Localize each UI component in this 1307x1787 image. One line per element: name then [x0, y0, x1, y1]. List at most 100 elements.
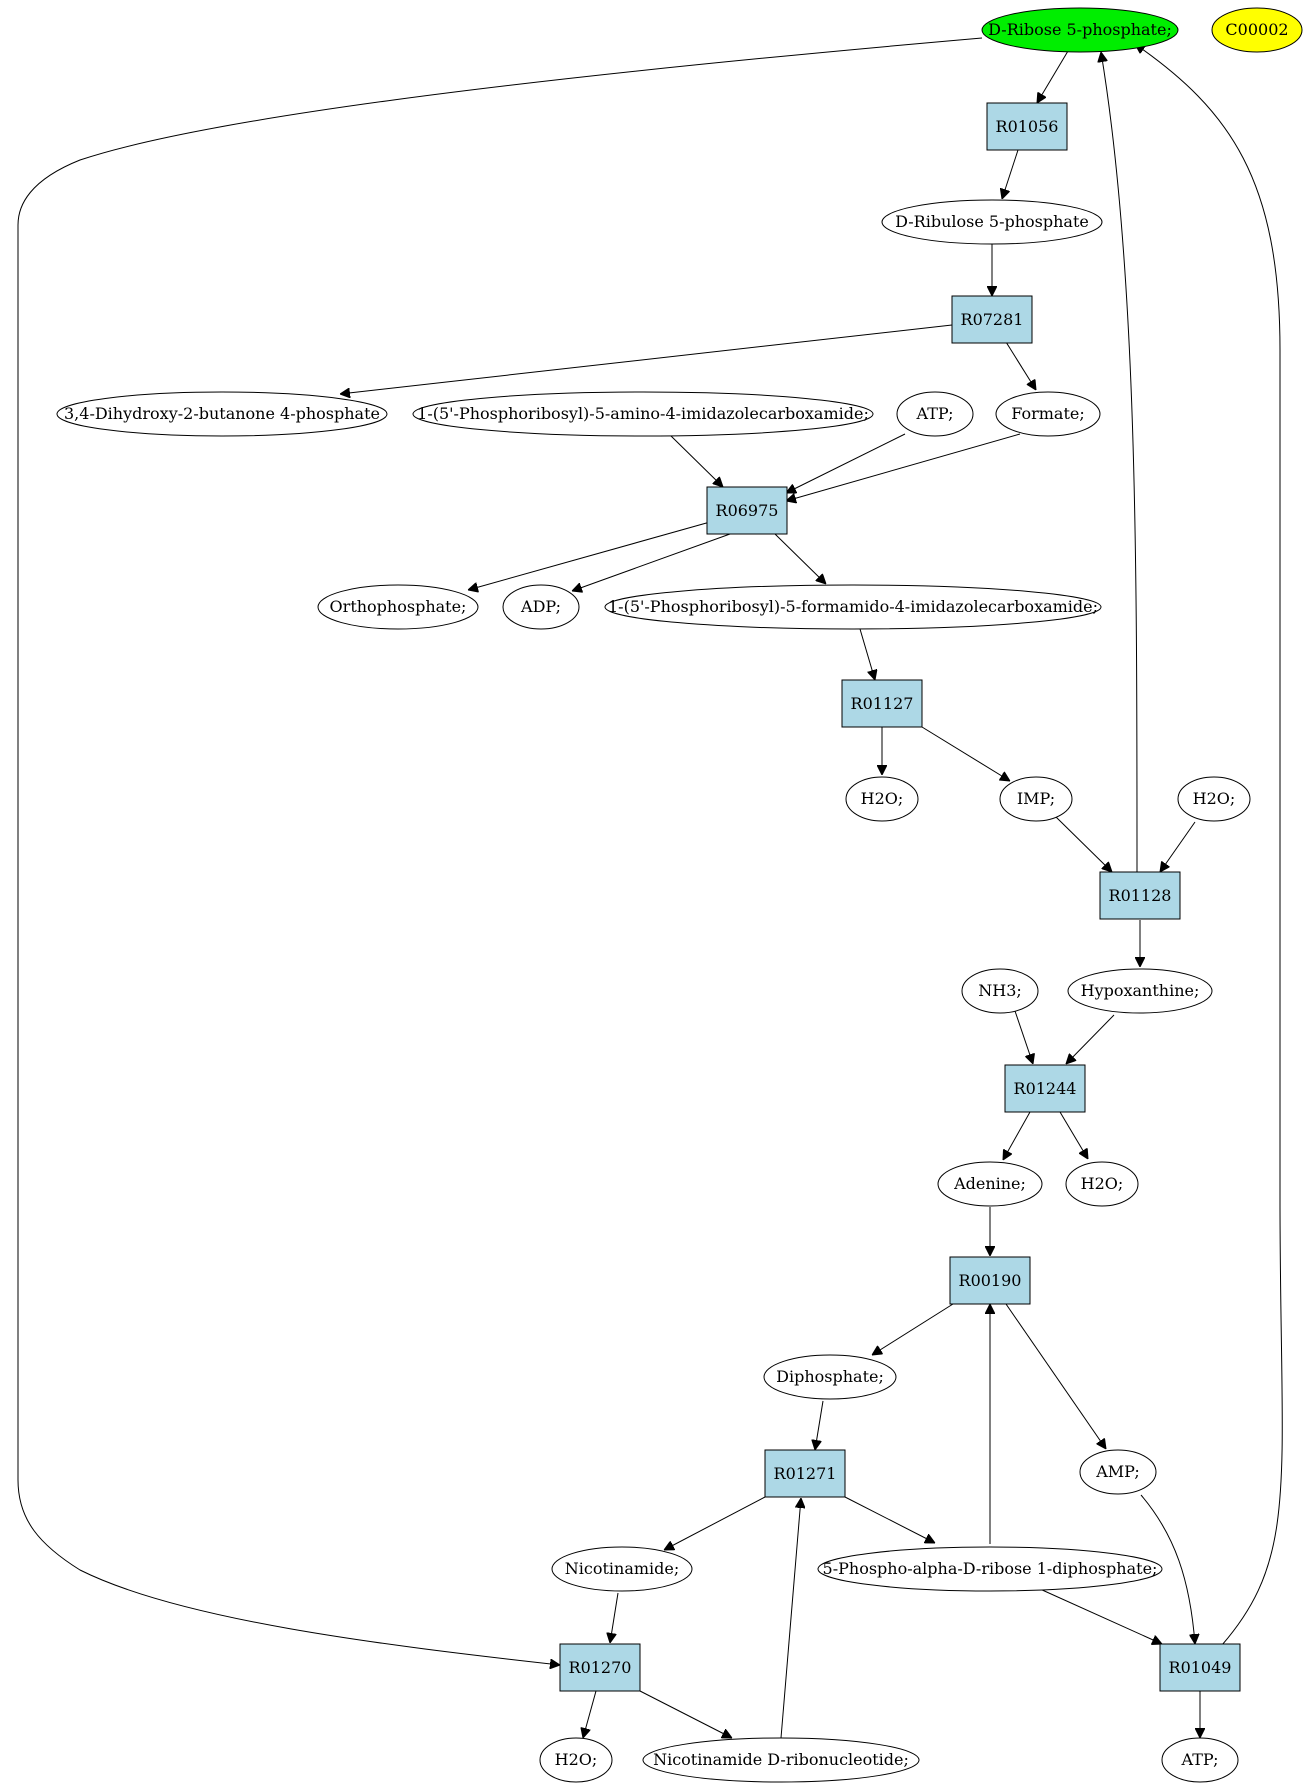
node-nh3[interactable]: NH3; — [961, 968, 1039, 1014]
edge-r01049-dribose — [1135, 44, 1283, 1646]
edge-r01270-h2o — [583, 1690, 597, 1738]
edge-faicar-r01127 — [859, 628, 875, 680]
node-label: Diphosphate; — [776, 1367, 884, 1386]
node-label: R01270 — [569, 1658, 632, 1677]
node-label: R01128 — [1109, 886, 1172, 905]
edge-r01271-nicotinamide — [664, 1496, 766, 1550]
node-r01128[interactable]: R01128 — [1099, 871, 1181, 920]
edge-r01056-dribulose — [1002, 149, 1019, 199]
edge-r06975-faicar — [774, 533, 826, 584]
node-label: ADP; — [520, 597, 561, 616]
node-aicar[interactable]: 1-(5'-Phosphoribosyl)-5-amino-4-imidazol… — [412, 391, 874, 437]
node-label: Hypoxanthine; — [1081, 981, 1200, 1000]
edge-dribose-r01270 — [17, 37, 983, 1665]
edge-r01127-imp — [921, 726, 1010, 781]
node-nicotinamide-d-ribonucleotide[interactable]: Nicotinamide D-ribonucleotide; — [642, 1737, 920, 1783]
edge-nh3-r01244 — [1014, 1010, 1033, 1064]
node-faicar[interactable]: 1-(5'-Phosphoribosyl)-5-formamido-4-imid… — [604, 584, 1102, 630]
node-diphosphate[interactable]: Diphosphate; — [763, 1354, 897, 1400]
edge-r00190-amp — [1005, 1303, 1106, 1449]
node-label: R06975 — [716, 501, 779, 520]
node-label: R01127 — [851, 694, 914, 713]
edge-nicotinamide-r01270 — [610, 1592, 619, 1643]
node-label: NH3; — [978, 981, 1022, 1000]
node-label: H2O; — [555, 1750, 598, 1769]
node-r07281[interactable]: R07281 — [951, 295, 1033, 344]
node-imp[interactable]: IMP; — [999, 776, 1073, 822]
node-adp[interactable]: ADP; — [502, 584, 580, 630]
node-h2o-2[interactable]: H2O; — [1177, 776, 1251, 822]
node-label: Adenine; — [953, 1174, 1026, 1193]
edge-r01128-dribose — [1101, 52, 1138, 873]
edge-hypoxanthine-r01244 — [1066, 1014, 1115, 1064]
node-r06975[interactable]: R06975 — [706, 486, 788, 535]
node-label: D-Ribulose 5-phosphate — [895, 212, 1089, 231]
node-prpp[interactable]: 5-Phospho-alpha-D-ribose 1-diphosphate; — [817, 1546, 1163, 1592]
edge-r01244-adenine — [1003, 1111, 1031, 1160]
node-label: R01244 — [1014, 1079, 1077, 1098]
node-amp[interactable]: AMP; — [1079, 1449, 1157, 1495]
edge-aicar-r06975 — [669, 434, 723, 487]
node-r01127[interactable]: R01127 — [841, 679, 923, 728]
node-label: 3,4-Dihydroxy-2-butanone 4-phosphate — [64, 404, 380, 423]
node-label: D-Ribose 5-phosphate; — [988, 20, 1172, 39]
node-r01271[interactable]: R01271 — [764, 1449, 846, 1498]
node-h2o-1[interactable]: H2O; — [845, 776, 919, 822]
edge-prpp-r01049 — [1039, 1588, 1162, 1644]
node-atp-2[interactable]: ATP; — [1161, 1737, 1239, 1783]
edge-r07281-dihydroxy — [340, 324, 953, 394]
node-label: 5-Phospho-alpha-D-ribose 1-diphosphate; — [823, 1559, 1158, 1578]
node-label: AMP; — [1095, 1462, 1140, 1481]
node-label: H2O; — [861, 789, 904, 808]
node-adenine[interactable]: Adenine; — [937, 1161, 1043, 1207]
edge-imp-r01128 — [1055, 816, 1112, 872]
node-label: C00002 — [1225, 20, 1288, 39]
edge-r06975-orthophosphate — [468, 521, 711, 590]
nodes: D-Ribose 5-phosphate; C00002 R01056 D-Ri… — [56, 7, 1303, 1783]
node-d-ribulose-5-phosphate[interactable]: D-Ribulose 5-phosphate — [881, 199, 1103, 245]
edge-r06975-adp — [572, 533, 731, 591]
node-label: ATP; — [1181, 1750, 1219, 1769]
node-h2o-4[interactable]: H2O; — [539, 1737, 613, 1783]
node-formate[interactable]: Formate; — [995, 391, 1101, 437]
node-label: H2O; — [1193, 789, 1236, 808]
edge-r01270-nmn — [639, 1690, 732, 1738]
edge-dribose-r01056 — [1037, 50, 1069, 103]
edges — [17, 37, 1283, 1738]
node-nicotinamide[interactable]: Nicotinamide; — [551, 1546, 693, 1592]
node-r01244[interactable]: R01244 — [1004, 1064, 1086, 1113]
node-label: R00190 — [959, 1271, 1022, 1290]
node-orthophosphate[interactable]: Orthophosphate; — [317, 584, 479, 630]
node-label: Nicotinamide D-ribonucleotide; — [653, 1750, 909, 1769]
node-label: Formate; — [1011, 404, 1085, 423]
node-label: R01056 — [996, 117, 1059, 136]
node-c00002[interactable]: C00002 — [1211, 7, 1303, 53]
node-label: IMP; — [1017, 789, 1055, 808]
node-r01270[interactable]: R01270 — [559, 1643, 641, 1692]
node-d-ribose-5-phosphate[interactable]: D-Ribose 5-phosphate; — [981, 7, 1179, 53]
edge-formate-r06975 — [786, 433, 1021, 501]
node-atp-1[interactable]: ATP; — [896, 391, 974, 437]
edge-r01271-prpp — [844, 1496, 935, 1543]
edge-r00190-diphosphate — [872, 1303, 954, 1355]
edge-r01244-h2o — [1059, 1111, 1088, 1159]
node-label: ATP; — [916, 404, 954, 423]
node-r01049[interactable]: R01049 — [1159, 1643, 1241, 1692]
node-label: R01049 — [1169, 1658, 1232, 1677]
edge-r07281-formate — [1005, 341, 1036, 390]
node-label: R07281 — [961, 310, 1024, 329]
node-h2o-3[interactable]: H2O; — [1065, 1161, 1139, 1207]
edge-amp-r01049 — [1140, 1494, 1195, 1644]
node-label: 1-(5'-Phosphoribosyl)-5-amino-4-imidazol… — [417, 404, 869, 423]
node-r00190[interactable]: R00190 — [949, 1256, 1031, 1305]
edge-diphosphate-r01271 — [815, 1400, 824, 1450]
node-hypoxanthine[interactable]: Hypoxanthine; — [1067, 968, 1213, 1014]
node-label: Orthophosphate; — [330, 597, 467, 616]
node-label: Nicotinamide; — [565, 1559, 680, 1578]
edge-h2o-r01128 — [1160, 821, 1196, 872]
node-dihydroxy-butanone-phosphate[interactable]: 3,4-Dihydroxy-2-butanone 4-phosphate — [56, 391, 388, 437]
node-label: H2O; — [1081, 1174, 1124, 1193]
node-label: 1-(5'-Phosphoribosyl)-5-formamido-4-imid… — [608, 597, 1098, 616]
node-r01056[interactable]: R01056 — [986, 102, 1068, 151]
